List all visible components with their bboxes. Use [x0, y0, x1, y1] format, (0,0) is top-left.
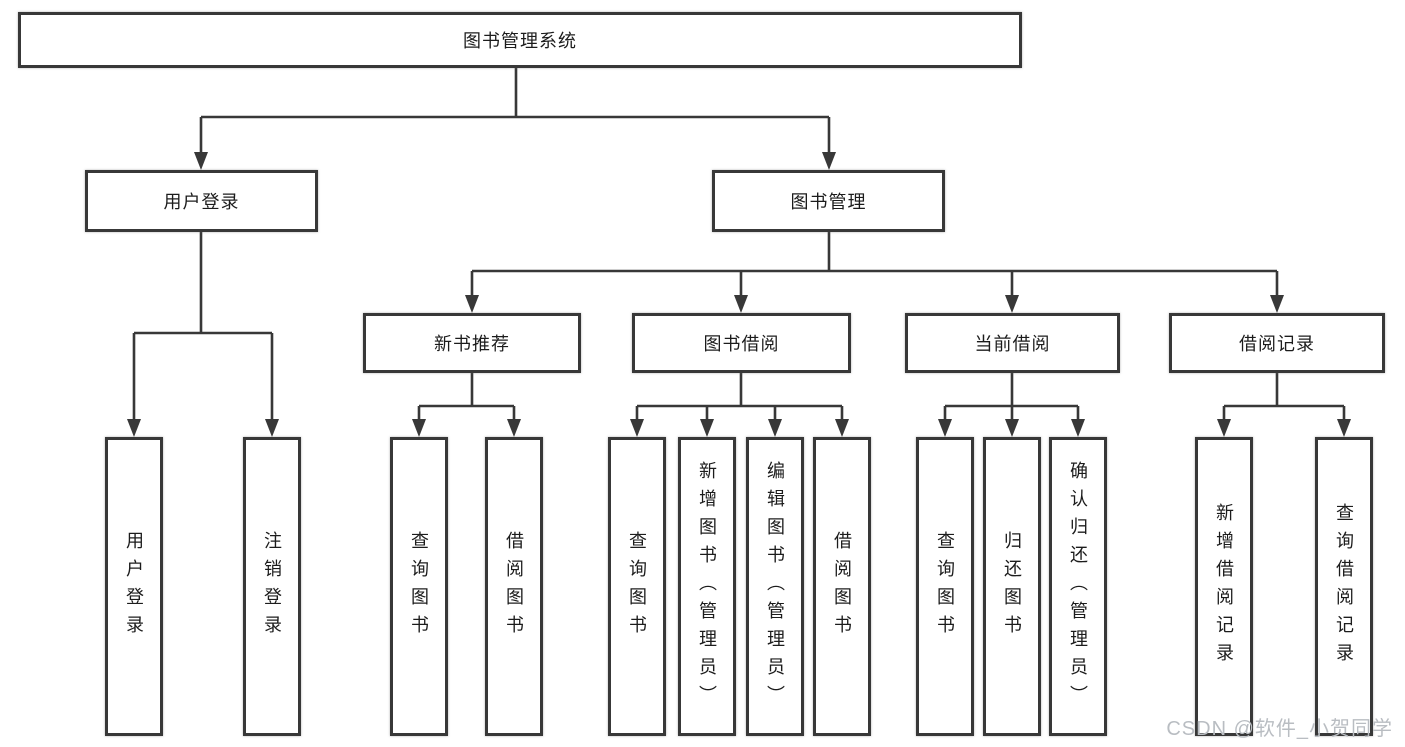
- arrowhead: [822, 152, 836, 170]
- node-new-book-recommend: 新书推荐: [363, 313, 581, 373]
- arrowhead: [630, 419, 644, 437]
- arrowhead: [194, 152, 208, 170]
- leaf-return-book: 归还图书: [983, 437, 1041, 736]
- leaf-edit-book-admin: 编辑图书（管理员）: [746, 437, 804, 736]
- node-book-borrow: 图书借阅: [632, 313, 851, 373]
- node-borrow-record: 借阅记录: [1169, 313, 1385, 373]
- leaf-confirm-return-admin: 确认归还（管理员）: [1049, 437, 1107, 736]
- leaf-user-login: 用户登录: [105, 437, 163, 736]
- leaf-borrow-book-recommend: 借阅图书: [485, 437, 543, 736]
- arrowhead: [938, 419, 952, 437]
- arrowhead: [265, 419, 279, 437]
- arrowhead: [412, 419, 426, 437]
- node-current-borrow: 当前借阅: [905, 313, 1120, 373]
- arrowhead: [1071, 419, 1085, 437]
- node-user-login: 用户登录: [85, 170, 318, 232]
- arrowhead: [1337, 419, 1351, 437]
- leaf-query-book-borrow: 查询图书: [608, 437, 666, 736]
- arrowhead: [1005, 419, 1019, 437]
- leaf-query-book-recommend: 查询图书: [390, 437, 448, 736]
- leaf-query-borrow-record: 查询借阅记录: [1315, 437, 1373, 736]
- leaf-borrow-book: 借阅图书: [813, 437, 871, 736]
- arrowhead: [700, 419, 714, 437]
- arrowhead: [127, 419, 141, 437]
- node-book-management: 图书管理: [712, 170, 945, 232]
- arrowhead: [1005, 295, 1019, 313]
- watermark: CSDN @软件_小贺同学: [1166, 718, 1393, 740]
- arrowhead: [507, 419, 521, 437]
- node-root-library-system: 图书管理系统: [18, 12, 1022, 68]
- arrowhead: [768, 419, 782, 437]
- arrowhead: [734, 295, 748, 313]
- leaf-add-book-admin: 新增图书（管理员）: [678, 437, 736, 736]
- leaf-logout: 注销登录: [243, 437, 301, 736]
- arrowhead: [835, 419, 849, 437]
- arrowhead: [1270, 295, 1284, 313]
- arrowhead: [465, 295, 479, 313]
- leaf-add-borrow-record: 新增借阅记录: [1195, 437, 1253, 736]
- arrowhead: [1217, 419, 1231, 437]
- leaf-query-book-current: 查询图书: [916, 437, 974, 736]
